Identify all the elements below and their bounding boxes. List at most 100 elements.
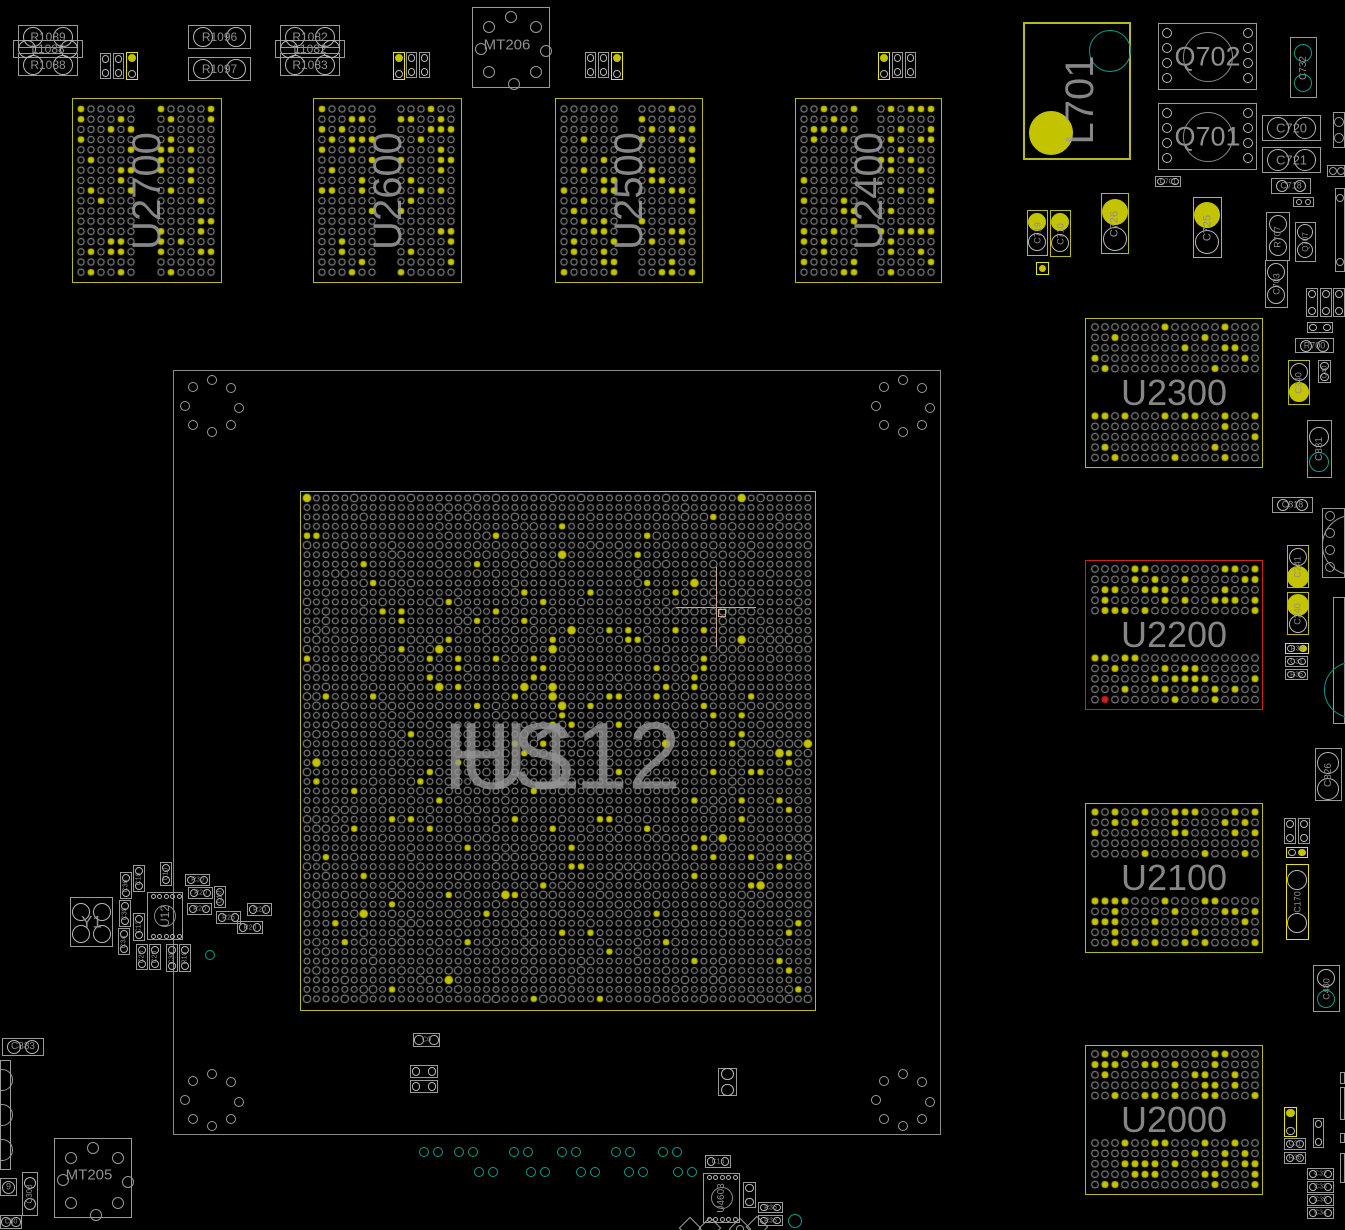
partial-component[interactable] [1340,1072,1345,1084]
component-R1096[interactable] [188,25,251,49]
partial-component[interactable] [1340,1133,1345,1143]
small-component[interactable] [1285,643,1309,654]
component-R1088[interactable] [18,53,78,76]
small-component[interactable] [905,52,916,78]
small-component[interactable] [743,1182,756,1208]
small-component[interactable] [160,862,172,886]
small-component[interactable] [185,874,210,886]
component-C720[interactable] [1262,115,1321,141]
component-C725[interactable] [1193,197,1222,258]
component-U2600[interactable] [313,98,462,283]
small-component[interactable] [1284,1107,1297,1137]
small-component[interactable] [758,1202,783,1213]
small-component[interactable] [126,52,138,80]
small-component[interactable] [419,52,430,78]
component-C818[interactable] [1272,497,1313,513]
small-component[interactable] [1284,1138,1306,1150]
small-component[interactable] [179,944,191,972]
component-U2100[interactable] [1085,803,1263,953]
small-component[interactable] [878,52,890,80]
small-component[interactable] [214,886,226,908]
component-U2300[interactable] [1085,318,1263,468]
component-C703[interactable] [1265,260,1288,308]
small-component[interactable] [120,872,132,899]
small-component[interactable] [187,903,212,915]
component[interactable] [0,1178,17,1196]
component-L1088[interactable] [13,40,83,58]
small-component[interactable] [1307,1207,1334,1219]
component-U2700[interactable] [72,98,222,283]
component-C480[interactable] [1313,965,1340,1012]
small-component[interactable] [247,903,272,916]
component-L701[interactable] [1023,22,1131,160]
partial-component[interactable] [1340,1153,1345,1183]
component-Q702[interactable] [1158,23,1257,90]
small-component[interactable] [100,53,111,79]
small-component[interactable] [406,52,417,78]
small-component[interactable] [133,913,145,941]
small-component[interactable] [133,865,145,892]
small-component[interactable] [0,1215,22,1229]
partial-component[interactable] [1340,1087,1345,1120]
small-component[interactable] [1320,288,1332,317]
small-component[interactable] [1307,322,1333,333]
small-component[interactable] [119,900,131,927]
small-component[interactable] [113,53,124,79]
component-C170[interactable] [1286,864,1309,940]
component-U12[interactable] [147,892,183,940]
small-component[interactable] [585,52,596,78]
small-component[interactable] [611,52,623,80]
small-component[interactable] [1284,818,1296,844]
small-component[interactable] [1285,669,1308,680]
small-component[interactable] [1036,262,1049,275]
component-U2500[interactable] [555,98,703,283]
small-component[interactable] [136,944,148,970]
component-C826[interactable] [1315,748,1342,801]
small-component[interactable] [188,887,213,899]
small-component[interactable] [216,911,241,924]
component-R1097[interactable] [188,57,251,81]
small-component[interactable] [149,944,161,970]
small-component[interactable] [1313,1118,1324,1148]
small-component[interactable] [1307,1181,1334,1193]
component-C240[interactable] [1287,592,1309,635]
small-component[interactable] [1298,818,1310,844]
component-Y1[interactable] [70,897,113,947]
component-R1089[interactable] [18,25,78,48]
small-component[interactable] [410,1065,438,1078]
small-component[interactable] [413,1033,440,1047]
small-component[interactable] [1307,1168,1334,1180]
component-C340[interactable] [1288,360,1310,405]
small-component[interactable] [892,52,903,78]
small-component[interactable] [598,52,609,78]
component-U4603[interactable] [703,1173,740,1223]
component-U2200[interactable] [1085,560,1263,710]
small-component[interactable] [1286,847,1308,858]
component-C710[interactable] [1050,210,1071,257]
small-component[interactable] [1284,1152,1306,1164]
component-C732[interactable] [1290,37,1317,98]
component-Q707[interactable] [1295,222,1316,262]
component-C718[interactable] [1271,178,1311,194]
small-component[interactable] [1318,360,1331,383]
component-U2000[interactable] [1085,1045,1263,1195]
component-C883[interactable] [2,1038,44,1056]
small-component[interactable] [1155,176,1181,187]
component-R1083[interactable] [280,53,340,76]
small-component[interactable] [1306,288,1318,317]
component-C719[interactable] [1027,210,1048,256]
component-Q701[interactable] [1158,103,1257,170]
small-component[interactable] [1307,1194,1334,1206]
small-component[interactable] [410,1080,438,1093]
small-component[interactable] [118,928,130,955]
small-component[interactable] [393,52,405,80]
small-component[interactable] [166,944,178,972]
component-C726[interactable] [1101,193,1129,254]
component-U2400[interactable] [795,98,942,283]
component-L1082[interactable] [275,40,345,58]
component-C831[interactable] [1307,420,1332,478]
component-C721[interactable] [1262,147,1321,173]
component-R700[interactable] [1295,338,1334,353]
small-component[interactable] [1293,197,1314,207]
component-R1082[interactable] [280,25,340,48]
